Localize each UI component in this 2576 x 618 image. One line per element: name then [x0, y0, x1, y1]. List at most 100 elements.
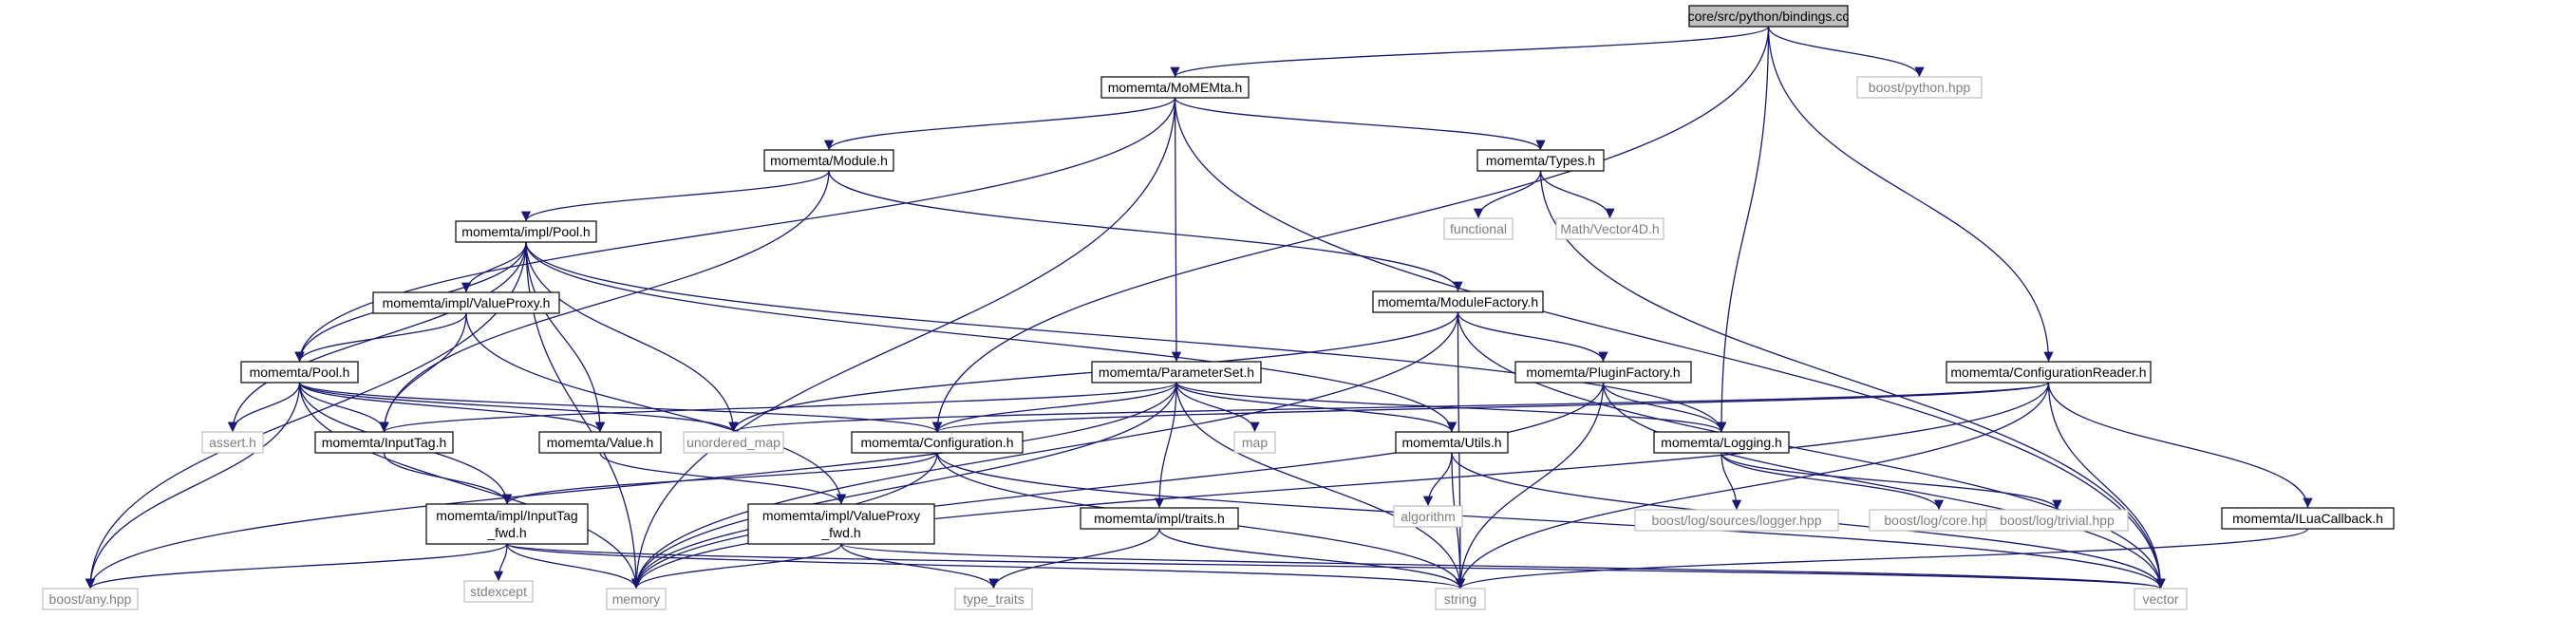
edge-parameterset-to-inputtag	[379, 382, 1177, 433]
node-box-inputtag	[314, 431, 454, 454]
node-box-vector4d	[1555, 217, 1664, 240]
node-box-utils	[1395, 431, 1509, 454]
node-map: map	[1233, 431, 1276, 454]
edge-pool-to-assert	[227, 382, 301, 433]
edge-parameterset-to-boostany	[85, 382, 1177, 590]
node-pluginfactory[interactable]: momemta/PluginFactory.h	[1514, 361, 1692, 384]
edge-configreader-to-vector	[2047, 382, 2166, 590]
node-label-momemta: momemta/MoMEMta.h	[1108, 80, 1243, 95]
node-box-traits	[1080, 507, 1239, 530]
edge-pluginfactory-to-logging	[1602, 382, 1727, 433]
edge-valueproxy-to-inputtag	[379, 312, 467, 433]
edge-pluginfactory-to-string	[1455, 382, 1605, 590]
edge-parameterset-to-configuration	[931, 382, 1177, 433]
node-label-inputtagfwd-1: _fwd.h	[486, 525, 526, 540]
node-momemta[interactable]: momemta/MoMEMta.h	[1100, 76, 1250, 99]
edge-configreader-to-memory	[630, 382, 2050, 590]
node-box-memory	[606, 588, 667, 610]
edge-bindings-to-boostpython	[1767, 26, 1925, 78]
node-box-momemta	[1100, 76, 1250, 99]
node-label-vector: vector	[2142, 591, 2178, 607]
node-implpool[interactable]: momemta/impl/Pool.h	[455, 220, 597, 243]
node-box-vector	[2134, 588, 2188, 610]
node-vector4d: Math/Vector4D.h	[1555, 217, 1664, 240]
node-algorithm: algorithm	[1393, 505, 1463, 528]
node-modulefactory[interactable]: momemta/ModuleFactory.h	[1372, 290, 1544, 313]
node-types[interactable]: momemta/Types.h	[1476, 149, 1605, 172]
node-label-boostany: boost/any.hpp	[49, 591, 132, 607]
node-valueproxy[interactable]: momemta/impl/ValueProxy.h	[372, 291, 560, 314]
node-label-modulefactory: momemta/ModuleFactory.h	[1378, 294, 1538, 309]
nodes-layer: core/src/python/bindings.ccmomemta/MoMEM…	[42, 5, 2395, 610]
node-label-pool: momemta/Pool.h	[250, 365, 350, 380]
edge-traits-to-string	[1158, 528, 1466, 590]
node-logtrivial: boost/log/trivial.hpp	[1985, 509, 2129, 532]
node-configreader[interactable]: momemta/ConfigurationReader.h	[1946, 361, 2152, 384]
node-label-inputtag: momemta/InputTag.h	[322, 435, 447, 450]
edge-bindings-to-configreader	[1767, 26, 2054, 363]
node-parameterset[interactable]: momemta/ParameterSet.h	[1091, 361, 1262, 384]
node-label-boostpython: boost/python.hpp	[1869, 80, 1971, 95]
edge-pool-to-configuration	[298, 382, 942, 433]
node-box-unordered_map	[683, 431, 784, 454]
edge-module-to-inputtag	[379, 170, 830, 433]
node-inputtagfwd[interactable]: momemta/impl/InputTag_fwd.h	[425, 503, 589, 545]
node-label-stdexcept: stdexcept	[470, 584, 527, 599]
edge-inputtagfwd-to-memory	[506, 543, 642, 590]
edge-inputtagfwd-to-stdexcept	[493, 543, 508, 582]
edge-configreader-to-unordered_map	[728, 382, 2050, 433]
node-value[interactable]: momemta/Value.h	[538, 431, 662, 454]
node-label-configuration: momemta/Configuration.h	[860, 435, 1013, 450]
node-box-string	[1435, 588, 1486, 610]
node-label-parameterset: momemta/ParameterSet.h	[1099, 365, 1254, 380]
edge-traits-to-type_traits	[988, 528, 1160, 590]
node-module[interactable]: momemta/Module.h	[763, 149, 894, 172]
edge-bindings-to-configuration	[931, 26, 1770, 433]
edge-implpool-to-utils	[525, 241, 1457, 433]
edge-implpool-to-valueproxy	[461, 241, 527, 293]
node-label-logging: momemta/Logging.h	[1661, 435, 1782, 450]
node-iluacallback[interactable]: momemta/ILuaCallback.h	[2221, 507, 2395, 530]
edge-pool-to-memory	[298, 382, 642, 590]
edge-pool-to-unordered_map	[298, 382, 739, 433]
edge-pool-to-boostany	[85, 382, 301, 590]
edge-iluacallback-to-string	[1456, 528, 2309, 590]
edge-pluginfactory-to-memory	[630, 382, 1605, 590]
node-traits[interactable]: momemta/impl/traits.h	[1080, 507, 1239, 530]
edge-module-to-modulefactory	[828, 170, 1463, 292]
node-box-module	[763, 149, 894, 172]
edge-inputtagfwd-to-vector	[506, 543, 2165, 590]
node-box-modulefactory	[1372, 290, 1544, 313]
node-logcore: boost/log/core.hpp	[1869, 509, 2009, 532]
node-box-stdexcept	[463, 580, 534, 603]
node-label-value: momemta/Value.h	[547, 435, 654, 450]
node-label-logtrivial: boost/log/trivial.hpp	[2000, 513, 2115, 528]
node-logging[interactable]: momemta/Logging.h	[1653, 431, 1790, 454]
node-label-utils: momemta/Utils.h	[1401, 435, 1501, 450]
edge-momemta-to-module	[823, 97, 1176, 151]
edge-valueproxyfwd-to-type_traits	[840, 543, 999, 590]
node-valueproxyfwd[interactable]: momemta/impl/ValueProxy_fwd.h	[747, 503, 935, 545]
node-inputtag[interactable]: momemta/InputTag.h	[314, 431, 454, 454]
node-string: string	[1435, 588, 1486, 610]
edge-momemta-to-pool	[294, 97, 1176, 363]
edges-layer	[85, 26, 2313, 590]
edge-implpool-to-assert	[227, 241, 527, 433]
node-vector: vector	[2134, 588, 2188, 610]
node-logger: boost/log/sources/logger.hpp	[1634, 509, 1839, 532]
edge-types-to-vector4d	[1539, 170, 1615, 219]
edge-implpool-to-logging	[525, 241, 1727, 433]
edge-parameterset-to-logging	[1175, 382, 1726, 433]
edge-parameterset-to-map	[1175, 382, 1260, 433]
node-label-assert: assert.h	[209, 435, 256, 450]
node-box-bindings	[1688, 5, 1849, 28]
edge-configuration-to-vector	[936, 452, 2166, 590]
node-box-boostany	[42, 588, 139, 610]
edge-parameterset-to-traits	[1154, 382, 1177, 509]
node-label-traits: momemta/impl/traits.h	[1094, 511, 1225, 526]
node-pool[interactable]: momemta/Pool.h	[240, 361, 359, 384]
node-configuration[interactable]: momemta/Configuration.h	[851, 431, 1024, 454]
node-utils[interactable]: momemta/Utils.h	[1395, 431, 1509, 454]
node-box-types	[1476, 149, 1605, 172]
node-label-pluginfactory: momemta/PluginFactory.h	[1526, 365, 1680, 380]
